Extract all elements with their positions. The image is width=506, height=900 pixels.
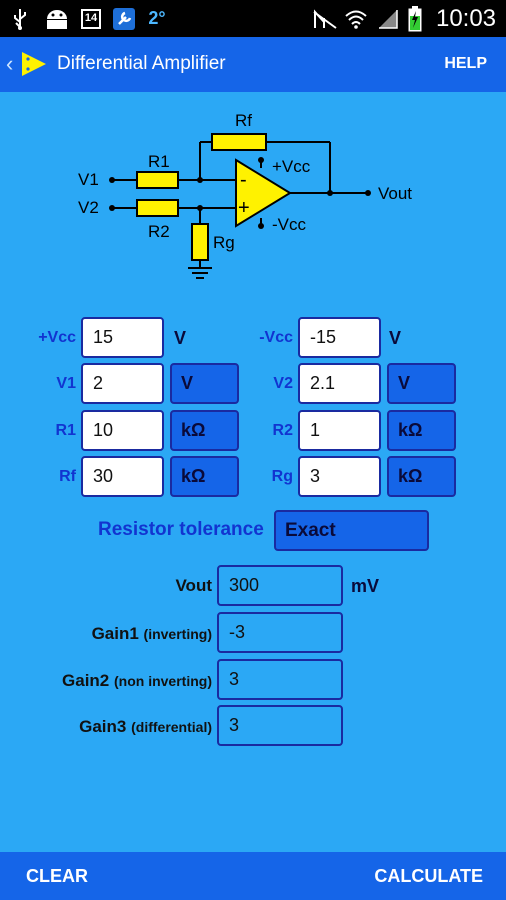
- plus-vcc-unit: V: [174, 328, 187, 348]
- label-minus-sign: -: [240, 169, 247, 191]
- gain1-note: (inverting): [143, 626, 212, 642]
- label-plus-vcc: +Vcc: [272, 157, 311, 176]
- gain2-result-label: Gain2 (non inverting): [10, 671, 212, 691]
- status-bar: 14 2° 10:03: [0, 0, 506, 37]
- action-bar: ‹ Differential Amplifier HELP: [0, 37, 506, 92]
- label-v2: V2: [78, 198, 99, 217]
- label-r1: R1: [148, 152, 170, 171]
- resistor-r2: [136, 199, 179, 217]
- label-r2: R2: [148, 222, 170, 241]
- opamp-triangle: [235, 158, 292, 228]
- vout-result-unit: mV: [351, 576, 380, 596]
- r1-unit-select[interactable]: kΩ: [170, 410, 239, 451]
- v1-input[interactable]: 2: [81, 363, 164, 404]
- plus-vcc-input[interactable]: 15: [81, 317, 164, 358]
- minus-vcc-input[interactable]: -15: [298, 317, 381, 358]
- label-minus-vcc-input: -Vcc: [259, 329, 293, 346]
- android-icon: [42, 0, 72, 37]
- circuit-diagram: Rf R1 R2 Rg V1 V2 +Vcc -Vcc Vout - +: [78, 111, 412, 279]
- clock-time: 10:03: [435, 4, 497, 32]
- label-vout: Vout: [378, 184, 412, 203]
- label-r1-input: R1: [55, 422, 76, 439]
- help-button[interactable]: HELP: [444, 55, 487, 72]
- signal-muted-icon: [311, 0, 339, 37]
- battery-charging-icon: [404, 0, 426, 37]
- gain1-label-text: Gain1: [91, 624, 139, 643]
- back-chevron-icon[interactable]: ‹: [6, 51, 14, 76]
- gain1-result-label: Gain1 (inverting): [20, 624, 212, 644]
- gain2-note: (non inverting): [114, 673, 212, 689]
- calculate-button[interactable]: CALCULATE: [374, 866, 483, 886]
- bottom-action-bar: CLEAR CALCULATE: [0, 852, 506, 900]
- app-logo-icon[interactable]: [20, 51, 48, 82]
- label-rg: Rg: [213, 233, 235, 252]
- rf-input[interactable]: 30: [81, 456, 164, 497]
- gain1-result-value: -3: [217, 612, 343, 653]
- v2-input[interactable]: 2.1: [298, 363, 381, 404]
- rg-input[interactable]: 3: [298, 456, 381, 497]
- vout-label-text: Vout: [175, 576, 212, 595]
- gain3-result-label: Gain3 (differential): [10, 717, 212, 737]
- label-r2-input: R2: [272, 422, 293, 439]
- resistor-tolerance-label: Resistor tolerance: [98, 519, 264, 540]
- rf-unit-select[interactable]: kΩ: [170, 456, 239, 497]
- label-v1-input: V1: [56, 375, 76, 392]
- usb-icon: [8, 0, 32, 37]
- label-minus-vcc: -Vcc: [272, 215, 307, 234]
- resistor-r1: [136, 171, 179, 189]
- vout-result-value: 300: [217, 565, 343, 606]
- wifi-icon: [343, 0, 369, 37]
- label-plus-vcc-input: +Vcc: [38, 329, 76, 346]
- weather-temperature: 2°: [148, 8, 166, 28]
- label-v1: V1: [78, 170, 99, 189]
- calendar-day: 14: [81, 8, 101, 29]
- label-v2-input: V2: [273, 375, 293, 392]
- label-plus-sign: +: [238, 197, 250, 219]
- gain3-label-text: Gain3: [79, 717, 127, 736]
- vout-result-label: Vout: [100, 576, 212, 596]
- r2-unit-select[interactable]: kΩ: [387, 410, 456, 451]
- resistor-tolerance-select[interactable]: Exact: [274, 510, 429, 551]
- app-title: Differential Amplifier: [57, 53, 226, 74]
- r1-input[interactable]: 10: [81, 410, 164, 451]
- gain3-result-value: 3: [217, 705, 343, 746]
- resistor-rg: [191, 223, 209, 261]
- gain2-label-text: Gain2: [62, 671, 110, 690]
- rg-unit-select[interactable]: kΩ: [387, 456, 456, 497]
- r2-input[interactable]: 1: [298, 410, 381, 451]
- label-rf-input: Rf: [59, 468, 76, 485]
- gain2-result-value: 3: [217, 659, 343, 700]
- v2-unit-select[interactable]: V: [387, 363, 456, 404]
- gain3-note: (differential): [131, 719, 212, 735]
- resistor-rf: [211, 133, 267, 151]
- v1-unit-select[interactable]: V: [170, 363, 239, 404]
- minus-vcc-unit: V: [389, 328, 402, 348]
- calendar-icon: 14: [80, 0, 102, 37]
- label-rg-input: Rg: [271, 468, 293, 485]
- wrench-icon: [112, 0, 136, 37]
- label-rf: Rf: [235, 111, 252, 130]
- cell-signal-icon: [375, 0, 401, 37]
- clear-button[interactable]: CLEAR: [26, 866, 88, 886]
